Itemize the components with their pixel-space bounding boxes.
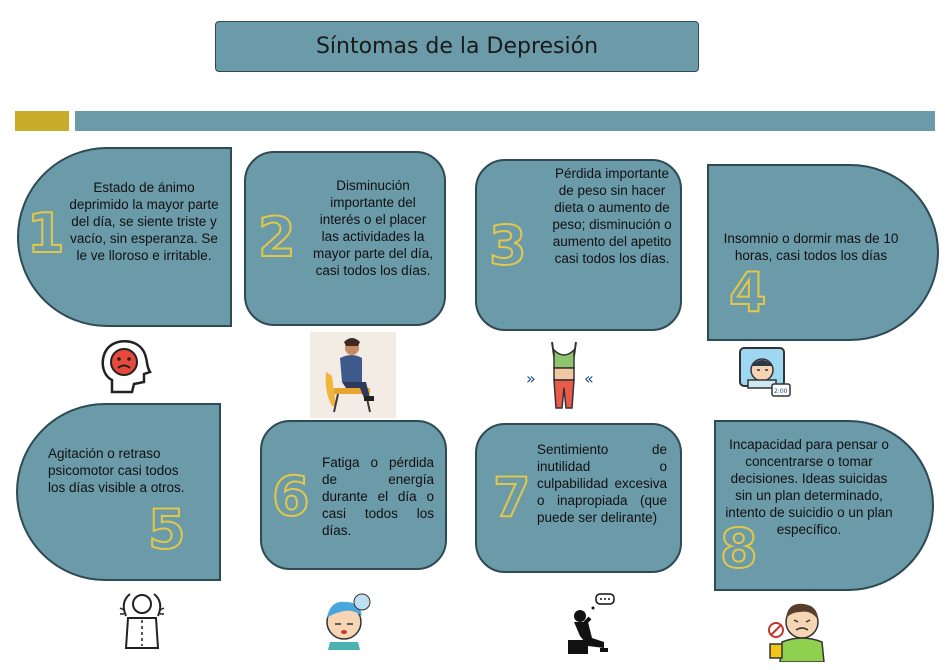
insomnia-icon: 2:00 (739, 347, 791, 397)
accent-bar-teal (75, 111, 935, 131)
symptom-card-6: 6 Fatiga o pérdida de energía durante el… (260, 420, 447, 570)
svg-text:»: » (526, 369, 536, 388)
symptom-number: 2 (257, 206, 297, 269)
tired-face-icon (326, 593, 371, 650)
symptom-number: 8 (719, 517, 759, 580)
svg-text:2:00: 2:00 (774, 388, 788, 395)
symptom-text: Fatiga o pérdida de energía durante el d… (322, 455, 434, 538)
symptom-card-8: Incapacidad para pensar o concentrarse o… (714, 420, 934, 591)
symptom-number: 4 (728, 261, 768, 324)
symptom-text: Sentimiento de inutilidad o culpabilidad… (537, 442, 667, 525)
symptom-number: 7 (492, 466, 532, 529)
page-title: Síntomas de la Depresión (215, 21, 699, 72)
accent-bar-gold (15, 111, 69, 131)
symptom-card-5: Agitación o retraso psicomotor casi todo… (16, 403, 221, 581)
symptom-text: Agitación o retraso psicomotor casi todo… (48, 446, 185, 495)
symptom-text: Insomnio o dormir mas de 10 horas, casi … (723, 231, 899, 263)
symptom-text: Disminución importante del interés o el … (312, 178, 434, 278)
svg-text:«: « (584, 369, 594, 388)
symptom-number: 6 (271, 465, 311, 528)
worried-person-icon (768, 603, 825, 662)
symptom-number: 3 (488, 214, 528, 277)
symptom-card-1: 1 Estado de ánimo deprimido la mayor par… (17, 147, 232, 327)
weight-loss-icon: » « (526, 341, 594, 409)
symptom-number: 1 (26, 202, 66, 265)
symptom-text: Pérdida importante de peso sin hacer die… (552, 166, 672, 266)
symptom-card-4: Insomnio o dormir mas de 10 horas, casi … (707, 164, 939, 341)
sad-head-icon (101, 339, 152, 394)
symptom-text: Estado de ánimo deprimido la mayor parte… (69, 180, 219, 263)
sitting-man-icon (310, 332, 396, 418)
symptom-card-2: 2 Disminución importante del interés o e… (244, 151, 446, 326)
symptom-text: Incapacidad para pensar o concentrarse o… (725, 437, 893, 537)
symptom-card-3: 3 Pérdida importante de peso sin hacer d… (475, 159, 682, 331)
symptom-card-7: 7 Sentimiento de inutilidad o culpabilid… (475, 423, 682, 573)
thinking-person-icon (568, 593, 615, 654)
symptom-number: 5 (147, 498, 187, 561)
agitated-person-icon (119, 593, 165, 649)
